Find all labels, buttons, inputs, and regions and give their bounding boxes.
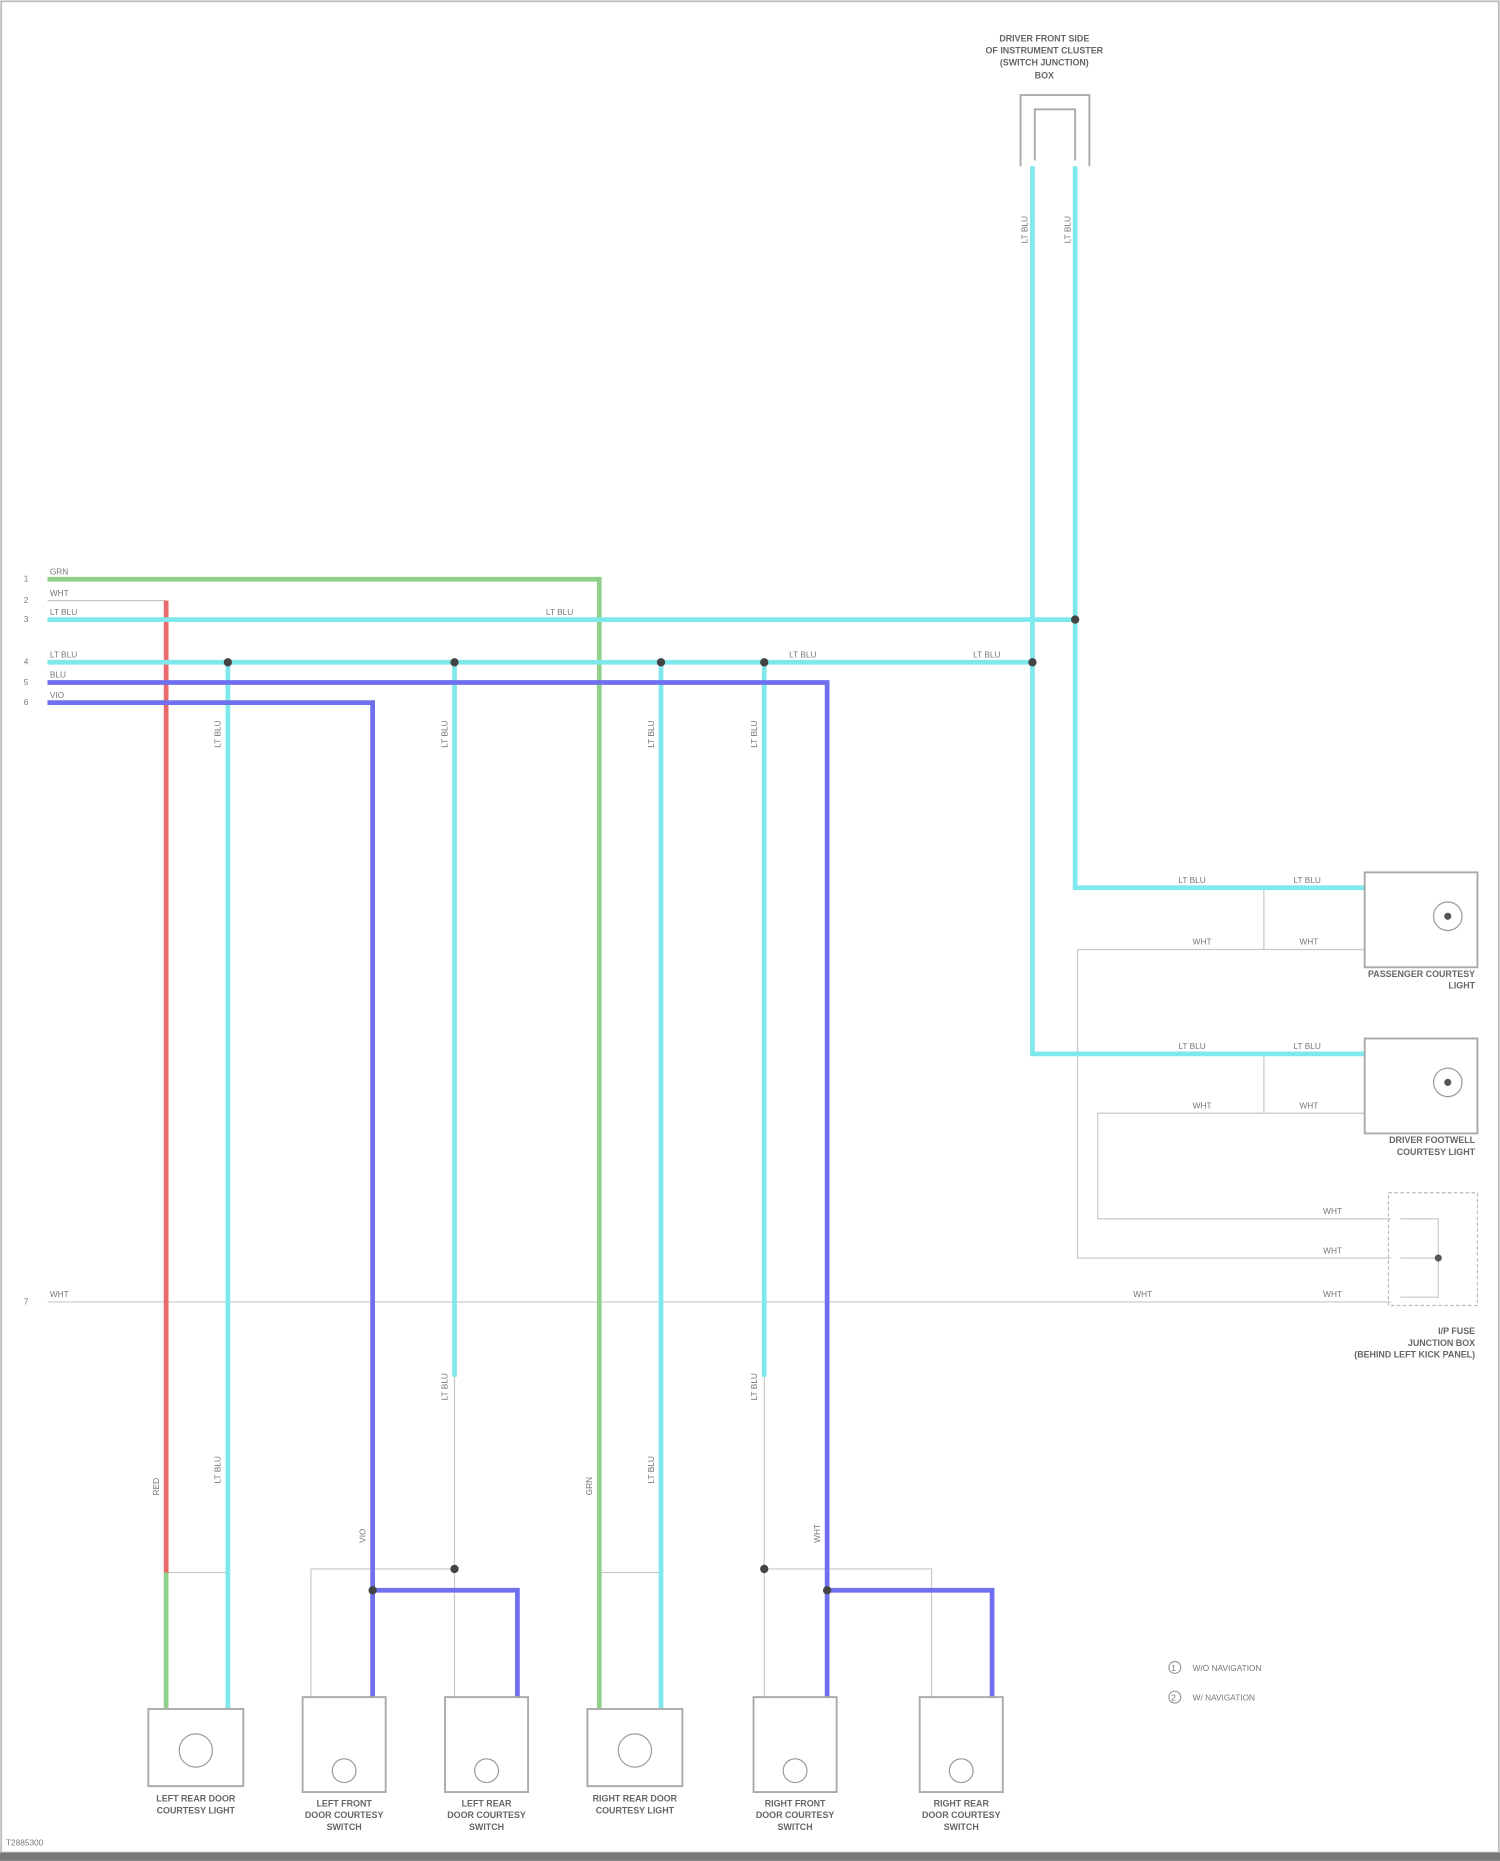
svg-text:DOOR COURTESY: DOOR COURTESY	[922, 1810, 1001, 1820]
svg-text:W/O NAVIGATION: W/O NAVIGATION	[1193, 1663, 1262, 1673]
legend: 1 W/O NAVIGATION 2 W/ NAVIGATION	[1169, 1662, 1262, 1704]
svg-text:DOOR COURTESY: DOOR COURTESY	[305, 1810, 384, 1820]
svg-text:LT BLU: LT BLU	[749, 720, 759, 747]
svg-text:RIGHT FRONT: RIGHT FRONT	[765, 1798, 826, 1808]
svg-text:DOOR COURTESY: DOOR COURTESY	[447, 1810, 526, 1820]
svg-text:LT BLU: LT BLU	[1294, 1041, 1321, 1051]
top-label-3: (SWITCH JUNCTION)	[1000, 57, 1089, 67]
svg-text:LT BLU: LT BLU	[50, 650, 77, 660]
wire-vio	[47, 703, 517, 1697]
svg-text:(BEHIND LEFT KICK PANEL): (BEHIND LEFT KICK PANEL)	[1354, 1350, 1475, 1360]
svg-text:RIGHT REAR DOOR: RIGHT REAR DOOR	[593, 1794, 678, 1804]
svg-text:COURTESY LIGHT: COURTESY LIGHT	[596, 1805, 675, 1815]
svg-text:WHT: WHT	[50, 588, 69, 598]
top-label-4: BOX	[1035, 70, 1054, 80]
bottom-component-5: RIGHT FRONT DOOR COURTESY SWITCH	[754, 1697, 837, 1832]
top-junction-connector: DRIVER FRONT SIDE OF INSTRUMENT CLUSTER …	[986, 34, 1104, 167]
wire-lt-blu-4	[1075, 166, 1365, 888]
svg-text:LT BLU: LT BLU	[789, 650, 816, 660]
svg-text:GRN: GRN	[50, 566, 68, 576]
svg-text:VIO: VIO	[358, 1528, 368, 1543]
svg-text:WHT: WHT	[1193, 1101, 1212, 1111]
svg-text:VIO: VIO	[50, 690, 65, 700]
top-label-2: OF INSTRUMENT CLUSTER	[986, 46, 1104, 56]
svg-text:2: 2	[1171, 1693, 1176, 1703]
svg-text:LT BLU: LT BLU	[50, 607, 77, 617]
svg-text:WHT: WHT	[50, 1289, 69, 1299]
splice-dots	[224, 615, 1080, 1594]
svg-text:RIGHT REAR: RIGHT REAR	[934, 1798, 990, 1808]
bottom-bar	[0, 1853, 1500, 1861]
top-label-1: DRIVER FRONT SIDE	[999, 34, 1089, 44]
inline-wire-labels: LT BLU LT BLU LT BLU LT BLU LT BLU LT BL…	[151, 216, 1342, 1543]
svg-text:WHT: WHT	[1193, 937, 1212, 947]
svg-text:LT BLU: LT BLU	[1178, 875, 1205, 885]
svg-text:LT BLU: LT BLU	[1020, 216, 1030, 243]
svg-text:3: 3	[24, 614, 29, 624]
svg-text:I/P FUSE: I/P FUSE	[1438, 1326, 1475, 1336]
svg-text:2: 2	[24, 595, 29, 605]
svg-text:PASSENGER COURTESY: PASSENGER COURTESY	[1368, 969, 1475, 979]
svg-text:LT BLU: LT BLU	[646, 1456, 656, 1483]
svg-text:5: 5	[24, 677, 29, 687]
svg-text:LT BLU: LT BLU	[646, 720, 656, 747]
svg-text:WHT: WHT	[1299, 1101, 1318, 1111]
svg-text:SWITCH: SWITCH	[778, 1822, 813, 1832]
svg-text:7: 7	[24, 1296, 29, 1306]
svg-text:DOOR COURTESY: DOOR COURTESY	[756, 1810, 835, 1820]
svg-text:W/ NAVIGATION: W/ NAVIGATION	[1193, 1693, 1255, 1703]
svg-text:LT BLU: LT BLU	[213, 720, 223, 747]
svg-text:SWITCH: SWITCH	[327, 1822, 362, 1832]
svg-text:BLU: BLU	[50, 670, 66, 680]
svg-text:4: 4	[24, 657, 29, 667]
right-component-1: PASSENGER COURTESY LIGHT	[1365, 872, 1478, 990]
svg-text:WHT: WHT	[812, 1524, 822, 1543]
svg-text:WHT: WHT	[1323, 1289, 1342, 1299]
svg-text:GRN: GRN	[584, 1477, 594, 1495]
svg-text:LT BLU: LT BLU	[749, 1373, 759, 1400]
svg-text:LT BLU: LT BLU	[546, 607, 573, 617]
svg-text:LEFT FRONT: LEFT FRONT	[316, 1798, 372, 1808]
svg-text:1: 1	[24, 574, 29, 584]
svg-text:COURTESY LIGHT: COURTESY LIGHT	[1397, 1147, 1476, 1157]
bottom-component-2: LEFT FRONT DOOR COURTESY SWITCH	[303, 1697, 386, 1832]
svg-text:WHT: WHT	[1323, 1245, 1342, 1255]
svg-text:LT BLU: LT BLU	[1062, 216, 1072, 243]
svg-text:LT BLU: LT BLU	[1294, 875, 1321, 885]
svg-text:LT BLU: LT BLU	[439, 1373, 449, 1400]
svg-text:RED: RED	[151, 1478, 161, 1496]
svg-text:LT BLU: LT BLU	[1178, 1041, 1205, 1051]
svg-text:LEFT REAR: LEFT REAR	[462, 1798, 512, 1808]
bottom-component-3: LEFT REAR DOOR COURTESY SWITCH	[445, 1697, 528, 1832]
svg-text:6: 6	[24, 697, 29, 707]
svg-text:JUNCTION BOX: JUNCTION BOX	[1408, 1338, 1475, 1348]
svg-text:LT BLU: LT BLU	[213, 1456, 223, 1483]
svg-text:LT BLU: LT BLU	[973, 650, 1000, 660]
wire-lt-blu-3	[1032, 166, 1364, 1054]
bottom-component-4: RIGHT REAR DOOR COURTESY LIGHT	[587, 1709, 682, 1815]
svg-text:LEFT REAR DOOR: LEFT REAR DOOR	[156, 1794, 236, 1804]
svg-text:WHT: WHT	[1323, 1206, 1342, 1216]
svg-text:LIGHT: LIGHT	[1448, 981, 1475, 991]
bottom-component-1: LEFT REAR DOOR COURTESY LIGHT	[148, 1709, 243, 1815]
wht-wires	[47, 601, 1390, 1698]
right-component-2: DRIVER FOOTWELL COURTESY LIGHT	[1365, 1038, 1478, 1156]
svg-text:WHT: WHT	[1133, 1289, 1152, 1299]
svg-text:SWITCH: SWITCH	[944, 1822, 979, 1832]
svg-text:DRIVER FOOTWELL: DRIVER FOOTWELL	[1389, 1135, 1476, 1145]
svg-text:WHT: WHT	[1299, 937, 1318, 947]
diagram-id: T2885300	[6, 1837, 44, 1847]
right-component-3: I/P FUSE JUNCTION BOX (BEHIND LEFT KICK …	[1354, 1193, 1477, 1360]
svg-text:COURTESY LIGHT: COURTESY LIGHT	[157, 1805, 236, 1815]
svg-text:LT BLU: LT BLU	[439, 720, 449, 747]
wire-grn	[47, 579, 599, 1715]
wire-blu	[47, 682, 992, 1697]
colored-wires	[47, 166, 1364, 1715]
bottom-component-6: RIGHT REAR DOOR COURTESY SWITCH	[920, 1697, 1003, 1832]
svg-text:1: 1	[1171, 1663, 1176, 1673]
wire-lt-blu-drops	[228, 662, 764, 1715]
svg-text:SWITCH: SWITCH	[469, 1822, 504, 1832]
